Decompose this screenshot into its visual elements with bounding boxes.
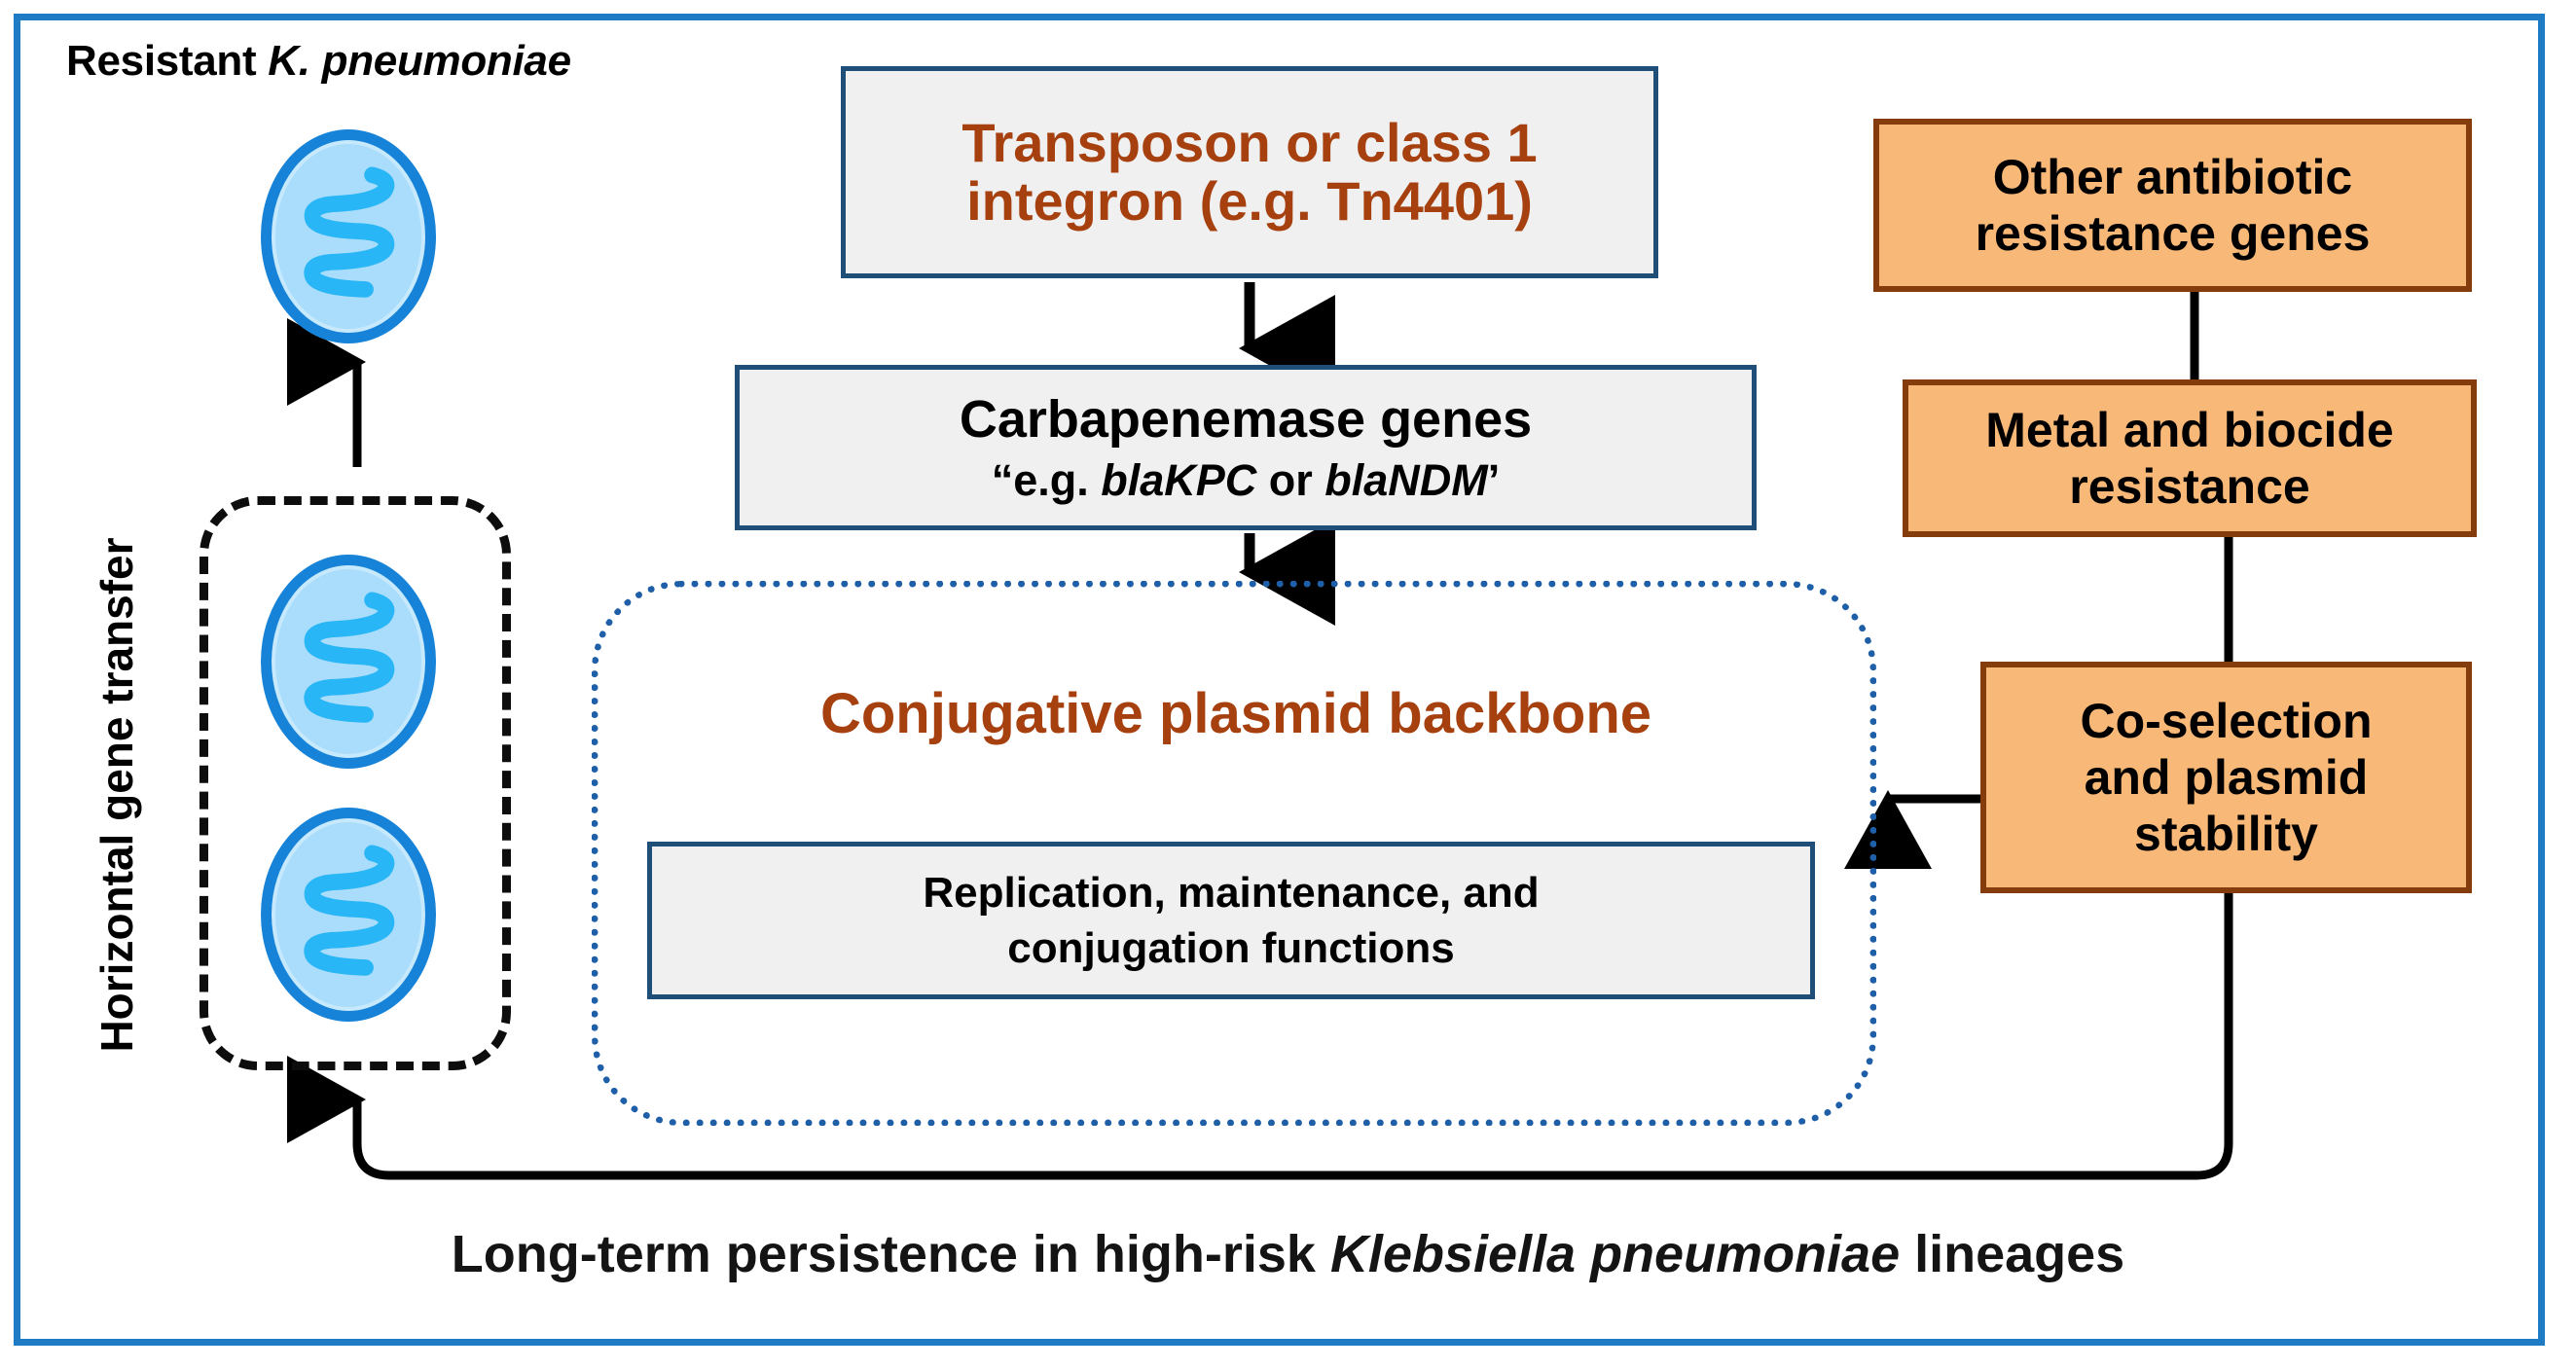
carbapenemase-eg-suffix: ’ — [1487, 454, 1501, 505]
co-selection-line-2: and plasmid — [2084, 750, 2369, 805]
donor-cell — [261, 555, 436, 769]
resistant-recipient-cell — [261, 129, 436, 343]
caption-suffix: lineages — [1900, 1225, 2125, 1283]
other-arg-line-1: Other antibiotic — [1992, 150, 2353, 204]
replication-line-2: conjugation functions — [1007, 924, 1455, 972]
gene-blandm: blaNDM — [1324, 454, 1488, 505]
transposon-integron-label: Transposon or class 1 integron (e.g. Tn4… — [961, 111, 1538, 232]
other-arg-line-2: resistance genes — [1975, 206, 2371, 261]
metal-biocide-line-2: resistance — [2069, 459, 2310, 514]
plasmid-squiggle — [304, 592, 395, 723]
co-selection-plasmid-stability-box: Co-selection and plasmid stability — [1980, 662, 2472, 893]
caption-prefix: Long-term persistence in high-risk — [451, 1225, 1330, 1283]
other-antibiotic-resistance-genes-box: Other antibiotic resistance genes — [1873, 119, 2472, 292]
title-species: K. pneumoniae — [268, 37, 571, 85]
metal-biocide-line-1: Metal and biocide — [1985, 403, 2394, 457]
carbapenemase-eg-prefix: “e.g. — [991, 454, 1102, 505]
replication-line-1: Replication, maintenance, and — [923, 868, 1540, 917]
title-prefix: Resistant — [66, 37, 269, 85]
horizontal-gene-transfer-label: Horizontal gene transfer — [91, 537, 142, 1053]
bottom-caption: Long-term persistence in high-risk Klebs… — [0, 1224, 2576, 1284]
metal-biocide-resistance-box: Metal and biocide resistance — [1903, 379, 2477, 537]
co-selection-line-3: stability — [2134, 807, 2318, 861]
plasmid-squiggle — [304, 845, 395, 976]
co-selection-line-1: Co-selection — [2080, 694, 2373, 748]
gene-blakpc: blaKPC — [1101, 454, 1257, 505]
horizontal-gene-transfer-cell-group — [200, 496, 511, 1070]
conjugative-plasmid-backbone-title: Conjugative plasmid backbone — [819, 682, 1652, 745]
carbapenemase-examples: “e.g. blaKPC or blaNDM’ — [991, 454, 1501, 505]
transposon-integron-box: Transposon or class 1 integron (e.g. Tn4… — [841, 66, 1658, 278]
recipient-cell — [261, 808, 436, 1022]
page-title: Resistant K. pneumoniae — [66, 37, 571, 86]
carbapenemase-eg-middle: or — [1256, 454, 1325, 505]
carbapenemase-genes-box: Carbapenemase genes “e.g. blaKPC or blaN… — [735, 365, 1757, 530]
replication-functions-box: Replication, maintenance, and conjugatio… — [647, 842, 1815, 999]
caption-species: Klebsiella pneumoniae — [1329, 1225, 1901, 1283]
plasmid-squiggle — [304, 166, 395, 298]
conjugative-plasmid-backbone-region — [592, 581, 1876, 1126]
carbapenemase-title: Carbapenemase genes — [959, 389, 1533, 449]
